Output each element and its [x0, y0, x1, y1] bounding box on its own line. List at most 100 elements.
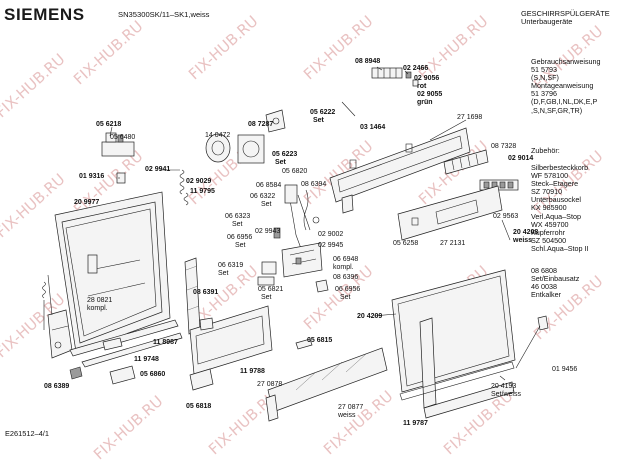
accessory-extra-line: Entkalker — [531, 290, 561, 300]
part-label-066319: 06 6319 — [218, 262, 244, 269]
part-label-056815: 05 6815 — [307, 337, 333, 344]
part-label-gruen: grün — [417, 99, 433, 106]
part-label-weiss: weiss — [513, 237, 533, 244]
accessory-line: Silberbesteckkorb — [531, 163, 589, 172]
part-label-set-weiss: Set/weiss — [491, 391, 521, 398]
accessory-line: WF 578100 — [531, 171, 569, 181]
document-line: Gebrauchsanweisung — [531, 57, 601, 66]
end-cap — [189, 368, 214, 391]
accessory-line: SZ 70910 — [531, 187, 563, 197]
part-label-119788: 11 9788 — [240, 368, 265, 375]
part-label-set: Set — [261, 294, 272, 301]
part-label-029014: 02 9014 — [508, 155, 534, 162]
part-label-set: Set — [235, 242, 246, 249]
part-label-056820: 05 6820 — [282, 168, 308, 175]
part-label-031464: 03 1464 — [360, 124, 386, 131]
wire — [303, 189, 309, 231]
part-label-086396: 08 6396 — [333, 274, 359, 281]
part-label-029029: 02 9029 — [186, 178, 212, 185]
part-label-118987: 11 8987 — [153, 339, 178, 346]
leader-lines — [109, 66, 541, 381]
document-line: 51 5793 — [531, 65, 557, 75]
part-label-209977: 20 9977 — [74, 199, 100, 206]
document-line: 51 3796 — [531, 89, 557, 99]
part-label-weiss: weiss — [338, 412, 356, 419]
part-label-056258: 05 6258 — [393, 240, 419, 247]
document-list: Gebrauchsanweisung 51 5793 (S,N,SF) Mont… — [531, 57, 601, 115]
part-label-029056: 02 9056 — [414, 75, 440, 82]
connector — [273, 227, 281, 239]
part-label-280821: 28 0821 — [87, 297, 113, 304]
part-label-140472: 14 0472 — [205, 132, 231, 139]
exploded-view-drawing — [42, 66, 549, 422]
document-line: Montageanweisung — [531, 81, 594, 91]
part-label-087328: 08 7328 — [491, 143, 517, 150]
part-label-087287: 08 7287 — [248, 121, 274, 128]
category-title: GESCHIRRSPÜLGERÄTE — [521, 9, 610, 18]
decor-frame — [399, 317, 515, 419]
terminal-strip — [371, 67, 403, 79]
accessory-line: WX 459700 — [531, 219, 569, 229]
part-label-089948: 08 8948 — [355, 58, 381, 65]
part-label-119748: 11 9748 — [134, 356, 159, 363]
parts-diagram-sheet: FIX-HUB.RU FIX-HUB.RU FIX-HUB.RU FIX-HUB… — [0, 5, 610, 463]
small-switch — [257, 261, 277, 286]
switch-box — [281, 242, 323, 278]
connector — [284, 184, 298, 204]
accessory-line: Verl.Aqua–Stop — [531, 211, 581, 221]
door-inner-panel — [54, 191, 171, 353]
part-label-019316: 01 9316 — [79, 173, 105, 180]
lower-panel — [189, 305, 273, 375]
accessory-line: Steck–Etagere — [531, 179, 579, 189]
part-label-068584: 06 8584 — [256, 182, 282, 189]
clip — [295, 338, 313, 350]
part-label-rot: rot — [417, 83, 427, 90]
led-indicator — [412, 79, 419, 87]
part-label-kompl: kompl. — [333, 264, 354, 271]
part-label-056218: 05 6218 — [96, 121, 122, 128]
button-set — [479, 179, 519, 191]
accessory-line: SZ 504500 — [531, 235, 567, 245]
part-label-029055: 02 9055 — [417, 91, 443, 98]
part-label-270877: 27 0877 — [338, 404, 364, 411]
part-label-set: Set — [261, 201, 272, 208]
accessory-list: Silberbesteckkorb WF 578100 Steck–Etager… — [531, 163, 589, 253]
document-line: ,S,N,SF,GR,TR) — [531, 105, 583, 115]
toe-kick-panel — [267, 347, 388, 413]
part-label-119787: 11 9787 — [403, 420, 428, 427]
part-label-270878: 27 0878 — [257, 381, 283, 388]
accessory-extra-line: 46 0038 — [531, 282, 557, 292]
small-clip — [116, 172, 126, 184]
part-label-022466: 02 2466 — [403, 65, 429, 72]
part-label-056223: 05 6223 — [272, 151, 298, 158]
part-label-271698: 27 1698 — [457, 114, 483, 121]
part-label-086391: 08 6391 — [193, 289, 219, 296]
part-label-set: Set — [232, 221, 243, 228]
accessory-heading: Zubehör: — [531, 146, 560, 155]
small-bracket — [537, 315, 549, 331]
button-block — [443, 149, 489, 175]
part-label-066322: 06 6322 — [250, 193, 276, 200]
accessory-line: Schl.Aqua–Stop II — [531, 243, 589, 253]
accessory-extra-list: 08 6808 Set/Einbausatz 46 0038 Entkalker — [531, 266, 580, 300]
end-cap — [265, 394, 279, 422]
brand-logo: SIEMENS — [4, 5, 85, 24]
wire — [297, 194, 311, 231]
part-label-056222: 05 6222 — [310, 109, 336, 116]
part-label-086389: 08 6389 — [44, 383, 70, 390]
part-label-272131: 27 2131 — [440, 240, 466, 247]
spring-part — [179, 169, 189, 206]
accessory-extra-line: Set/Einbausatz — [531, 274, 580, 284]
part-label-set: Set — [313, 117, 324, 124]
bottom-rails — [69, 319, 183, 385]
part-label-056818: 05 6818 — [186, 403, 212, 410]
part-label-set: Set — [275, 159, 286, 166]
part-label-056480: 05 6480 — [110, 134, 136, 141]
accessory-line: Unterbausockel — [531, 195, 581, 205]
led-indicator — [405, 71, 412, 79]
part-label-kompl: kompl. — [87, 305, 108, 312]
accessory-extra-line: 08 6808 — [531, 266, 557, 275]
document-id: E261512–4/1 — [5, 429, 49, 438]
part-label-029002: 02 9002 — [318, 231, 344, 238]
accessory-line: KX 985900 — [531, 203, 567, 213]
